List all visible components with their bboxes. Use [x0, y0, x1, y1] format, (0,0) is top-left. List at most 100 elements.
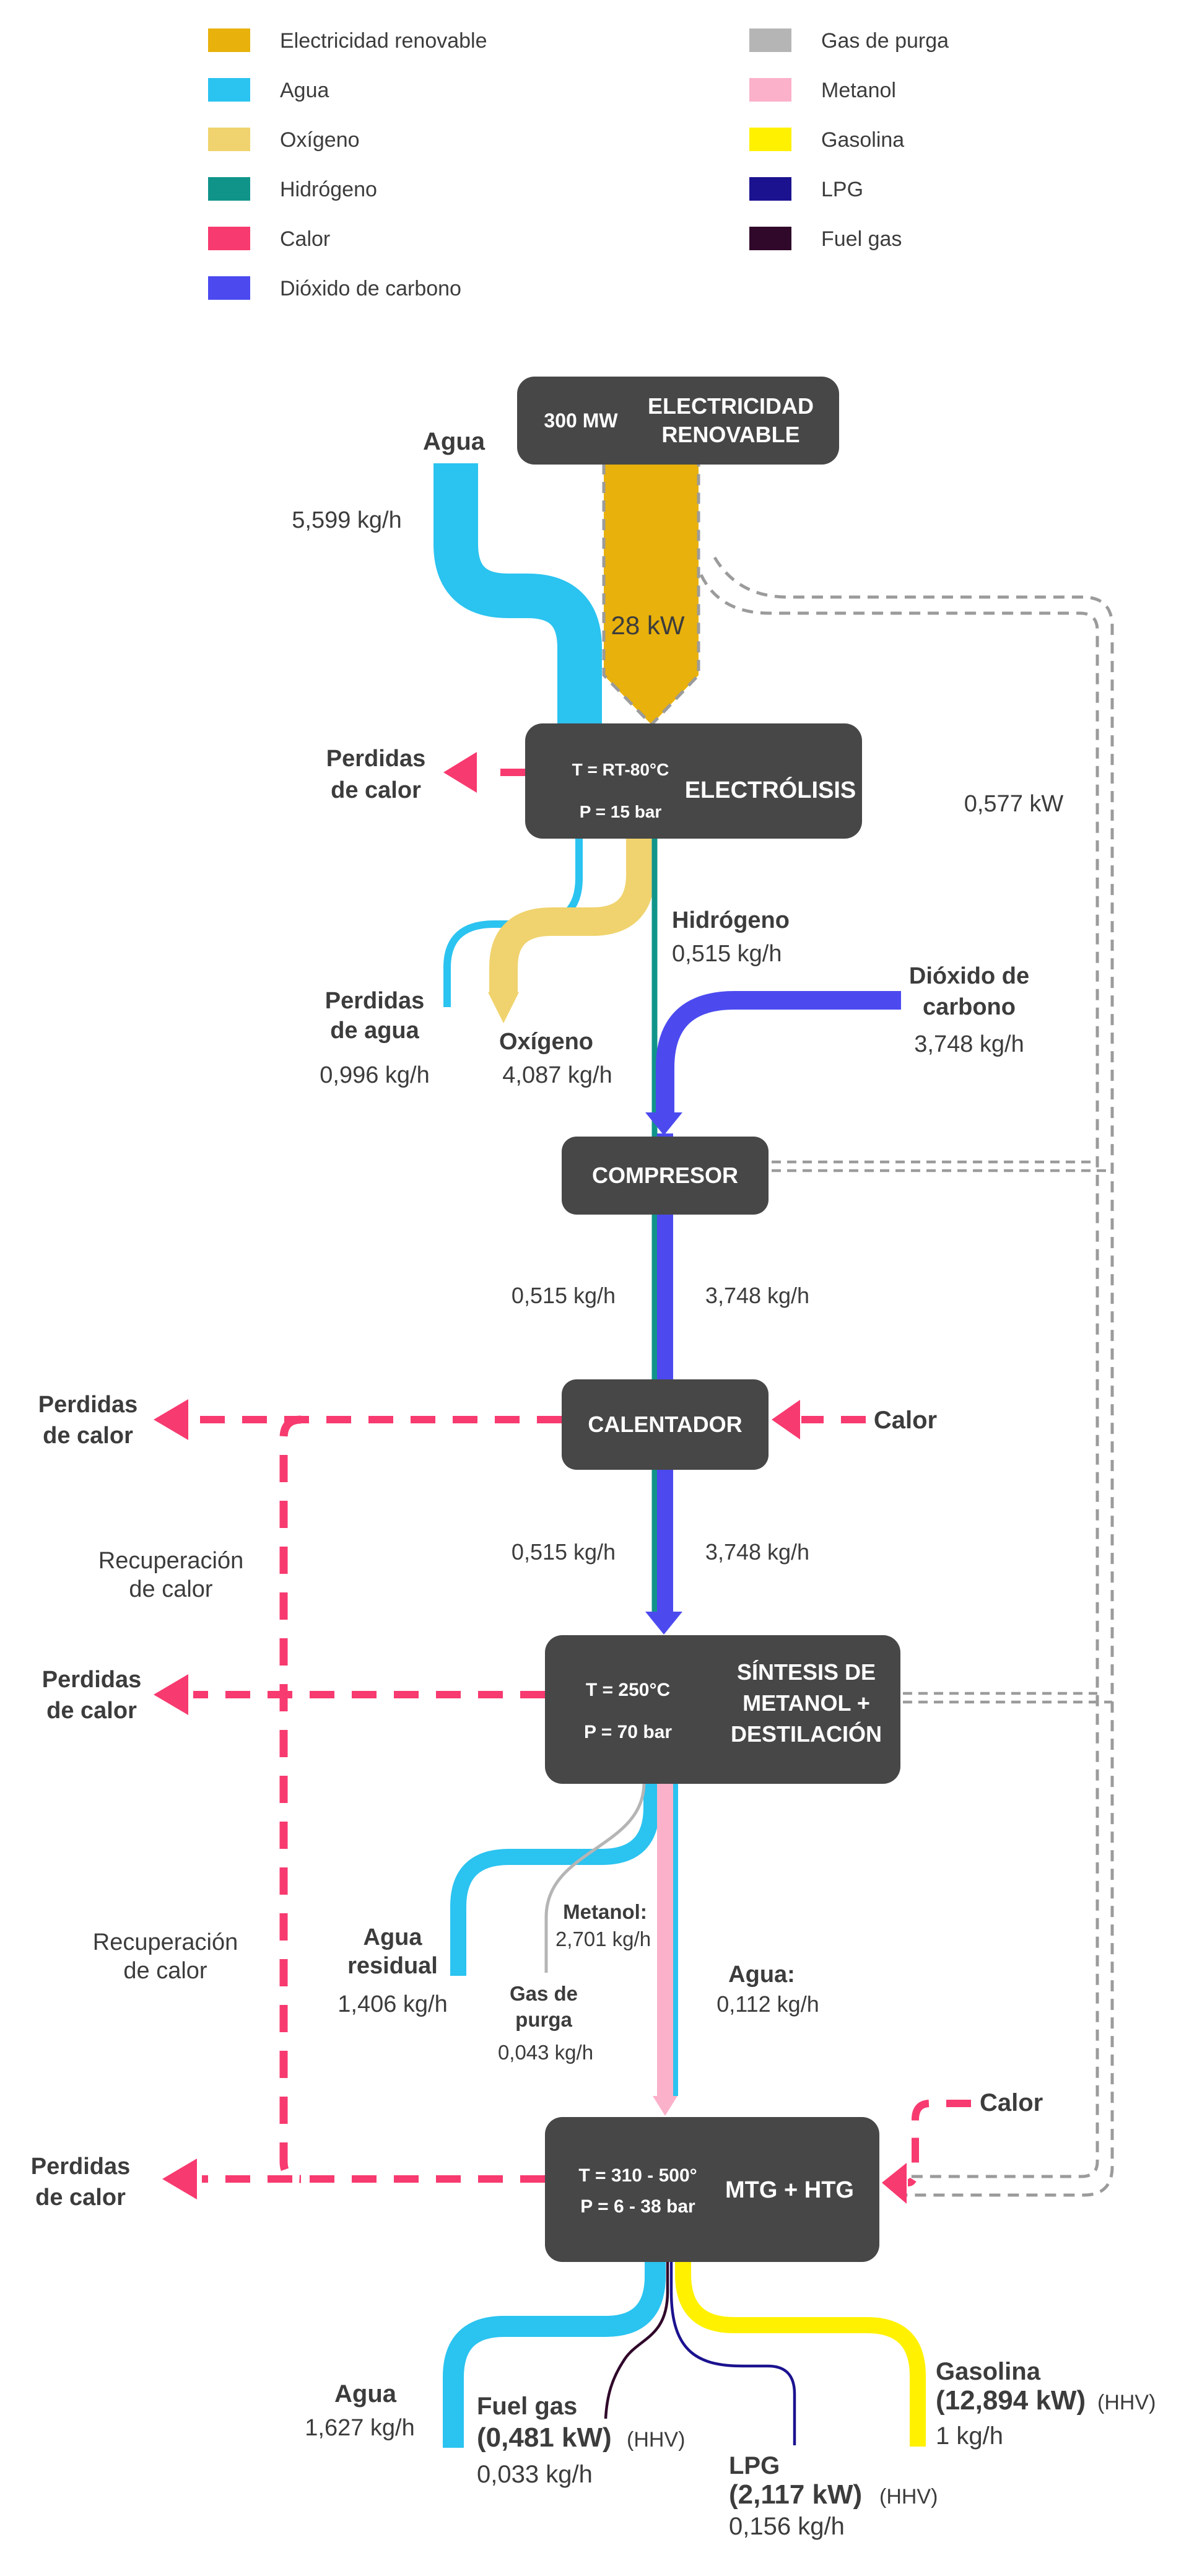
value-h2-tramo-1: 0,515 kg/h — [512, 1283, 616, 1308]
label-recuperacion-1: de calor — [129, 1576, 213, 1602]
value-perdidas-agua: 0,996 kg/h — [320, 1062, 429, 1088]
label-agua-out: Agua — [334, 2380, 397, 2408]
node-sintesis — [545, 1635, 900, 1784]
legend-swatch-co2 — [208, 276, 250, 300]
node-title: SÍNTESIS DE — [737, 1659, 876, 1685]
node-title: DESTILACIÓN — [731, 1721, 882, 1747]
electricity-dashed-lines — [699, 556, 1114, 2197]
label-gas-purga: purga — [515, 2008, 572, 2031]
legend-label: Calor — [280, 227, 330, 251]
label-recuperacion-1: Recuperación — [98, 1548, 243, 1574]
legend-label: Hidrógeno — [280, 178, 377, 201]
label-agua-in: Agua — [423, 428, 486, 455]
node-title: ELECTRÓLISIS — [685, 776, 856, 803]
label-fuel-gas-basis: (HHV) — [627, 2428, 685, 2452]
legend-label: Dióxido de carbono — [280, 277, 461, 300]
label-perdidas-calor-mtg: Perdidas — [31, 2154, 131, 2180]
legend-swatch-gasolina — [749, 128, 791, 151]
legend-label: LPG — [821, 178, 863, 201]
legend-label: Agua — [280, 79, 329, 102]
legend-swatch-oxigeno — [208, 128, 250, 151]
heat-arrowhead-calentador — [154, 1399, 188, 1440]
label-calor-mtg: Calor — [980, 2089, 1043, 2116]
dashed-line-right-outer — [713, 556, 1114, 2197]
legend-swatch-hidrogeno — [208, 177, 250, 201]
label-agua-proceso: Agua: — [728, 1962, 795, 1988]
flow-labels: Agua 5,599 kg/h 28 kW 0,577 kW Perdidas … — [31, 428, 1156, 2540]
node-pressure: P = 6 - 38 bar — [580, 2196, 695, 2217]
node-compresor — [562, 1137, 769, 1215]
label-perdidas-calor-electrolisis: de calor — [331, 777, 421, 803]
legend-swatch-agua — [208, 78, 250, 102]
legend-swatch-metanol — [749, 78, 791, 102]
flow-lpg — [669, 2258, 796, 2445]
flow-agua-out — [443, 2258, 666, 2448]
heat-calor-in-mtg — [907, 2100, 971, 2186]
flow-oxigeno-arrowhead — [488, 992, 519, 1023]
label-perdidas-calor-calentador: Perdidas — [38, 1392, 138, 1418]
label-metanol: Metanol: — [563, 1900, 647, 1923]
value-agua-out: 1,627 kg/h — [305, 2415, 414, 2441]
flow-gas-purga — [544, 1782, 646, 1973]
label-lpg: LPG — [729, 2452, 780, 2479]
node-mtg-htg — [545, 2117, 879, 2262]
value-electricidad-rama: 0,577 kW — [964, 791, 1064, 817]
heat-arrowhead-sintesis — [154, 1674, 188, 1715]
label-recuperacion-2: de calor — [123, 1958, 207, 1984]
node-temp: T = 250°C — [586, 1680, 670, 1700]
node-title: COMPRESOR — [592, 1163, 738, 1188]
flow-metanol-arrowhead — [653, 2096, 677, 2116]
label-perdidas-calor-calentador: de calor — [43, 1423, 133, 1449]
label-perdidas-calor-sintesis: Perdidas — [42, 1667, 142, 1693]
flow-co2-entrada — [656, 991, 901, 1114]
label-gasolina-basis: (HHV) — [1097, 2391, 1156, 2414]
label-fuel-gas: Fuel gas — [477, 2393, 577, 2420]
label-perdidas-calor-electrolisis: Perdidas — [326, 746, 426, 772]
node-title: METANOL + — [743, 1690, 870, 1716]
value-co2-tramo-1: 3,748 kg/h — [705, 1283, 809, 1308]
legend-label: Gas de purga — [821, 29, 949, 53]
process-nodes: 300 MW ELECTRICIDAD RENOVABLE T = RT-80°… — [517, 377, 900, 2262]
flow-agua-in — [433, 463, 602, 725]
flow-fuel-gas — [604, 2258, 669, 2419]
legend-swatch-fuel-gas — [749, 227, 791, 250]
flow-agua-residual — [450, 1783, 660, 1976]
label-perdidas-agua: de agua — [330, 1018, 419, 1044]
label-perdidas-calor-mtg: de calor — [35, 2185, 126, 2211]
value-fuel-gas-power: (0,481 kW) — [477, 2422, 612, 2453]
flow-oxigeno — [489, 837, 655, 995]
node-pressure: P = 15 bar — [580, 802, 662, 821]
label-perdidas-calor-sintesis: de calor — [46, 1698, 137, 1724]
legend-label: Fuel gas — [821, 227, 902, 251]
heat-lines — [154, 752, 971, 2204]
value-agua-proceso: 0,112 kg/h — [716, 1991, 819, 2017]
node-calentador — [562, 1379, 769, 1470]
legend-swatch-lpg — [749, 177, 791, 201]
label-oxigeno: Oxígeno — [499, 1029, 593, 1055]
heat-arrowhead-calor-calentador — [772, 1400, 800, 1439]
flow-co2-arrowhead-sintesis — [645, 1612, 682, 1635]
flow-gasolina — [675, 2258, 926, 2447]
legend-label: Metanol — [821, 79, 896, 102]
legend-swatch-gas-purga — [749, 28, 791, 52]
value-gasolina-power: (12,894 kW) — [936, 2385, 1086, 2416]
legend: Electricidad renovable Agua Oxígeno Hidr… — [208, 28, 949, 300]
flow-co2-arrowhead-compresor — [645, 1112, 682, 1135]
node-title: CALENTADOR — [588, 1412, 742, 1437]
heat-arrowhead-calor-mtg — [882, 2163, 907, 2204]
label-co2: Dióxido de — [909, 963, 1029, 989]
node-pressure: P = 70 bar — [584, 1722, 672, 1742]
legend-swatch-calor — [208, 227, 250, 250]
node-capacity: 300 MW — [544, 409, 618, 432]
node-title: ELECTRICIDAD — [648, 393, 814, 419]
legend-swatch-electricidad — [208, 28, 250, 52]
node-temp: T = 310 - 500° — [578, 2165, 697, 2186]
value-agua-in: 5,599 kg/h — [292, 507, 401, 533]
label-perdidas-agua: Perdidas — [325, 988, 425, 1014]
value-gas-purga: 0,043 kg/h — [498, 2041, 593, 2064]
label-hidrogeno: Hidrógeno — [672, 907, 790, 933]
label-lpg-basis: (HHV) — [879, 2485, 938, 2508]
legend-label: Electricidad renovable — [280, 29, 487, 53]
label-co2: carbono — [923, 994, 1016, 1020]
